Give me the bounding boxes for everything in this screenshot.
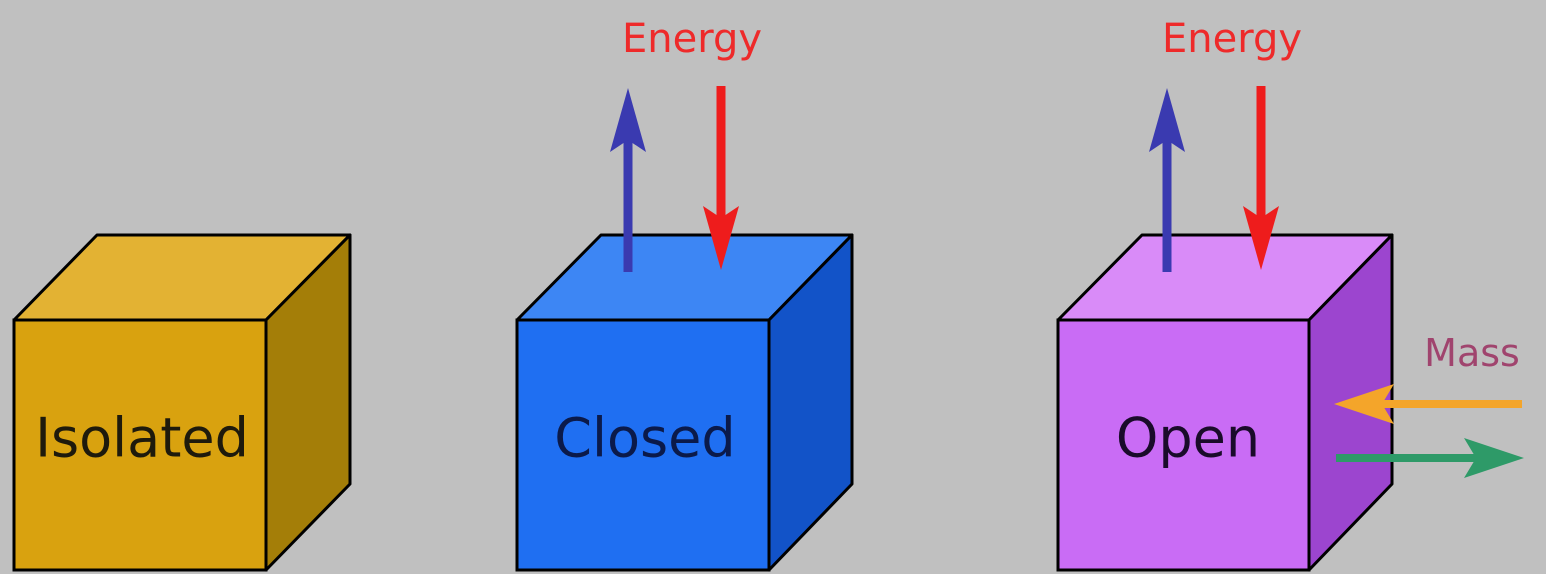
closed-label: Closed	[554, 407, 735, 470]
open-energy-label: Energy	[1162, 16, 1302, 62]
isolated-system-cube: Isolated	[14, 235, 350, 570]
closed-system-cube: Closed	[517, 235, 852, 570]
open-mass-label: Mass	[1424, 331, 1520, 375]
open-label: Open	[1116, 407, 1260, 470]
closed-energy-label: Energy	[622, 16, 762, 62]
isolated-label: Isolated	[35, 407, 249, 470]
